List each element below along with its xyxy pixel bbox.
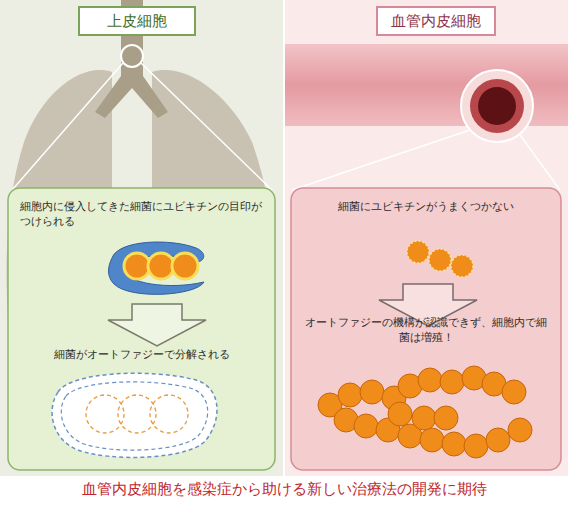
bacterium (486, 428, 510, 452)
hollow-arrow (108, 304, 206, 346)
caption: 血管内皮細胞を感染症から助ける新しい治療法の開発に期待 (0, 480, 568, 499)
bacterium (508, 418, 532, 442)
header-label: 上皮細胞 (107, 11, 167, 31)
bacterium (360, 380, 384, 404)
bacteria-cluster (318, 366, 532, 458)
bacterium (442, 432, 466, 456)
bacterium (354, 414, 378, 438)
description-text: オートファジーの機構が認識できず、細胞内で細菌は増殖！ (305, 316, 547, 346)
cell-panel: 細胞内に侵入してきた細菌にユビキチンの目印がつけられる細菌がオートファジーで分解… (8, 188, 275, 470)
right-panel (285, 0, 568, 476)
bacterium (388, 402, 412, 426)
cell-type-header: 血管内皮細胞 (376, 6, 496, 36)
bacterium (464, 434, 488, 458)
bacterium (502, 380, 526, 404)
blood-vessel (285, 44, 568, 190)
left-panel (0, 0, 283, 476)
untagged-bacteria (407, 241, 473, 277)
header-label: 血管内皮細胞 (391, 11, 481, 31)
description-text: 細菌にユビキチンがうまくつかない (305, 200, 547, 215)
bacterium (420, 428, 444, 452)
description-text: 細胞内に侵入してきた細菌にユビキチンの目印がつけられる (20, 200, 263, 230)
autophagosome (52, 373, 217, 457)
cell-panel (291, 188, 561, 470)
description-text: 細菌がオートファジーで分解される (20, 348, 263, 363)
cell-type-header: 上皮細胞 (78, 6, 196, 36)
tagged-bacteria (109, 242, 205, 294)
cell-panel: 細菌にユビキチンがうまくつかないオートファジーの機構が認識できず、細胞内で細菌は… (291, 188, 561, 470)
bacterium (338, 383, 362, 407)
bacterium (434, 406, 458, 430)
bacterium (418, 368, 442, 392)
cell-panel (8, 188, 275, 470)
bacterium (412, 406, 436, 430)
zoom-marker (12, 45, 272, 190)
bacterium (440, 370, 464, 394)
